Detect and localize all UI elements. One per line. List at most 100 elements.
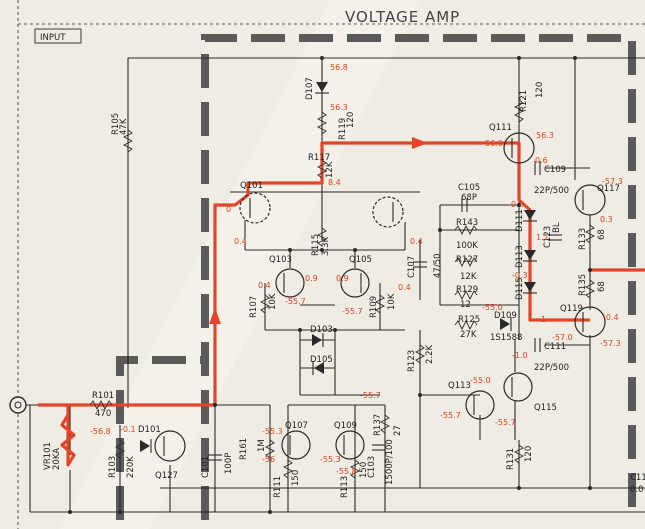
r143-value: 100K	[456, 241, 478, 251]
v-q117-b: -57.3	[602, 177, 623, 186]
d115-label: D115	[515, 277, 525, 300]
v-m1: -1	[538, 315, 546, 324]
input-jack-center	[14, 401, 22, 409]
component-labels: R105 47K D107 R119 120 R121 120 Q111 R11…	[43, 77, 645, 498]
r123-value: 2.2K	[425, 344, 435, 364]
d113-label: D113	[515, 245, 525, 268]
c109-value: 22P/500	[534, 186, 569, 196]
c123-value: BL	[552, 222, 562, 233]
v-q115-e: -55.7	[495, 418, 516, 427]
r135-label: R135	[578, 274, 588, 296]
r107-label: R107	[249, 296, 259, 318]
q105-label: Q105	[349, 255, 372, 265]
v-d107-bot: 56.3	[330, 103, 348, 112]
svg-text:R105: R105	[111, 113, 121, 135]
r117-label: R117	[308, 153, 330, 163]
section-title: VOLTAGE AMP	[345, 8, 460, 26]
signal-arrow-up	[209, 308, 221, 324]
r103-label: R103	[108, 456, 118, 478]
c101-label: C101	[201, 456, 211, 478]
input-tag-label: INPUT	[40, 33, 66, 43]
v-q109: -55.3	[320, 455, 341, 464]
v-r117: 8.4	[328, 178, 341, 187]
c109-label: C109	[544, 165, 566, 175]
v-m550: -55.0	[482, 303, 503, 312]
v-q113-e: -55.0	[470, 376, 491, 385]
r107-value: 10K	[268, 293, 278, 310]
q113-label: Q113	[448, 381, 471, 391]
r137-label: R137	[373, 414, 383, 436]
q109-label: Q109	[334, 421, 357, 431]
r115-label: R115	[311, 234, 321, 256]
junctions	[68, 56, 592, 514]
d111-label: D111	[515, 209, 525, 232]
c111-value: 22P/500	[534, 363, 569, 373]
r121-value: 120	[535, 82, 545, 98]
v-q101-l: 0	[226, 205, 231, 214]
c111-label: C111	[544, 342, 566, 352]
r121-label: R121	[519, 90, 529, 112]
v-q103-e: 0.9	[305, 274, 318, 283]
r111-label: R111	[273, 476, 283, 498]
q119-label: Q119	[560, 304, 583, 314]
r143-label: R143	[456, 218, 478, 228]
v-d101: -0.1	[120, 425, 136, 434]
v-q111-e: 56.3	[536, 131, 554, 140]
q101-label: Q101	[240, 181, 263, 191]
r117-value: 12K	[325, 161, 335, 178]
q127-label: Q127	[155, 471, 178, 481]
d109-value: 1S1588	[490, 333, 522, 343]
r115-value: 3.3K	[321, 236, 331, 256]
v-q103-b: 0.4	[258, 281, 271, 290]
v-q105-b: 0.4	[410, 237, 423, 246]
r105-value: 47K	[119, 118, 129, 135]
d101-label: D101	[138, 425, 161, 435]
r161-value: 1M	[257, 439, 267, 452]
r131-label: R131	[506, 448, 516, 470]
r105-label: R105	[111, 113, 121, 135]
q115-label: Q115	[534, 403, 557, 413]
r161-label: R161	[239, 438, 249, 460]
v-n557b: -55.7	[342, 307, 363, 316]
v-q111-b: 56.0	[485, 139, 503, 148]
d109-label: D109	[494, 311, 517, 321]
r109-value: 10K	[387, 293, 397, 310]
v-n557a: -55.7	[285, 297, 306, 306]
v-q107: -55.3	[262, 427, 283, 436]
v-n557c: -55.7	[360, 391, 381, 400]
resistors	[89, 99, 596, 479]
c123-label: C123	[543, 226, 553, 248]
r103-value: 220K	[126, 456, 136, 478]
voltage-annotations: 56.8 56.3 56.3 56.0 8.4 0 0.4 0.4 0.4 0.…	[90, 63, 623, 476]
v-m573: -57.3	[600, 339, 621, 348]
r125-value: 27K	[460, 330, 477, 340]
v-q101-b: 0.4	[234, 237, 247, 246]
r119-label: R119	[338, 118, 348, 140]
q103-label: Q103	[269, 255, 292, 265]
r133-label: R133	[578, 228, 588, 250]
c105-label: C105	[458, 183, 480, 193]
d105-label: D105	[310, 355, 333, 365]
c101-value: 100P	[224, 453, 234, 474]
v-m570: -57.0	[552, 333, 573, 342]
c107-label: C107	[407, 256, 417, 278]
d103-label: D103	[310, 325, 333, 335]
r123-label: R123	[407, 350, 417, 372]
paper-highlight	[60, 0, 420, 529]
v-m10: -1.0	[512, 351, 528, 360]
v-q105-e: 0.9	[336, 274, 349, 283]
diodes	[140, 82, 537, 453]
q107-label: Q107	[285, 421, 308, 431]
voltage-amp-panel	[201, 34, 636, 520]
r127-label: R127	[456, 255, 478, 265]
v-04b: 0.4	[398, 283, 411, 292]
q117-label: Q117	[597, 184, 620, 194]
r129-value: 12	[460, 300, 471, 310]
d107-label: D107	[305, 77, 315, 100]
v-q109-e: -55.8	[336, 467, 357, 476]
v-input: -56.8	[90, 427, 111, 436]
r101-value: 470	[95, 409, 111, 419]
v-11: 1.1	[536, 233, 549, 242]
c105-value: 68P	[461, 193, 477, 203]
